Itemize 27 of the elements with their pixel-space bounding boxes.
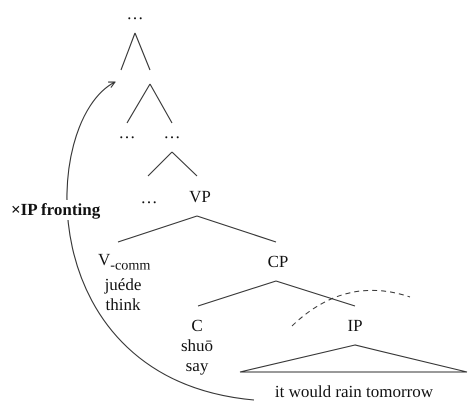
tree-branch: [196, 215, 276, 243]
tree-branch: [120, 32, 136, 70]
edge-label: ×IP fronting: [10, 200, 102, 220]
category-label: C: [190, 316, 204, 336]
node-label: CP: [262, 252, 294, 272]
node-label: …: [123, 4, 147, 24]
phrase-text: it would rain tomorrow: [254, 382, 454, 402]
tree-branch: [118, 215, 198, 243]
node-label: …: [137, 188, 161, 208]
tree-branch: [172, 152, 198, 176]
node-label: …: [160, 123, 184, 143]
category-label: V$_{-comm}$: [98, 250, 148, 276]
tree-branch: [198, 280, 276, 307]
tree-branch: [126, 84, 150, 124]
tree-branch: [148, 152, 172, 176]
node-label: IP: [340, 316, 370, 336]
word-text: juéde: [103, 275, 142, 296]
tree-branch: [150, 84, 172, 124]
node-label: VP: [184, 187, 216, 207]
tree-branch: [276, 280, 356, 307]
triangle-branch: [239, 344, 468, 373]
movement-arrow: [66, 81, 254, 401]
gloss-text: say: [184, 356, 210, 376]
tree-branch: [134, 32, 150, 70]
gloss-text: think: [104, 295, 142, 316]
word-text: shuō: [180, 336, 214, 356]
node-label: …: [115, 123, 139, 143]
